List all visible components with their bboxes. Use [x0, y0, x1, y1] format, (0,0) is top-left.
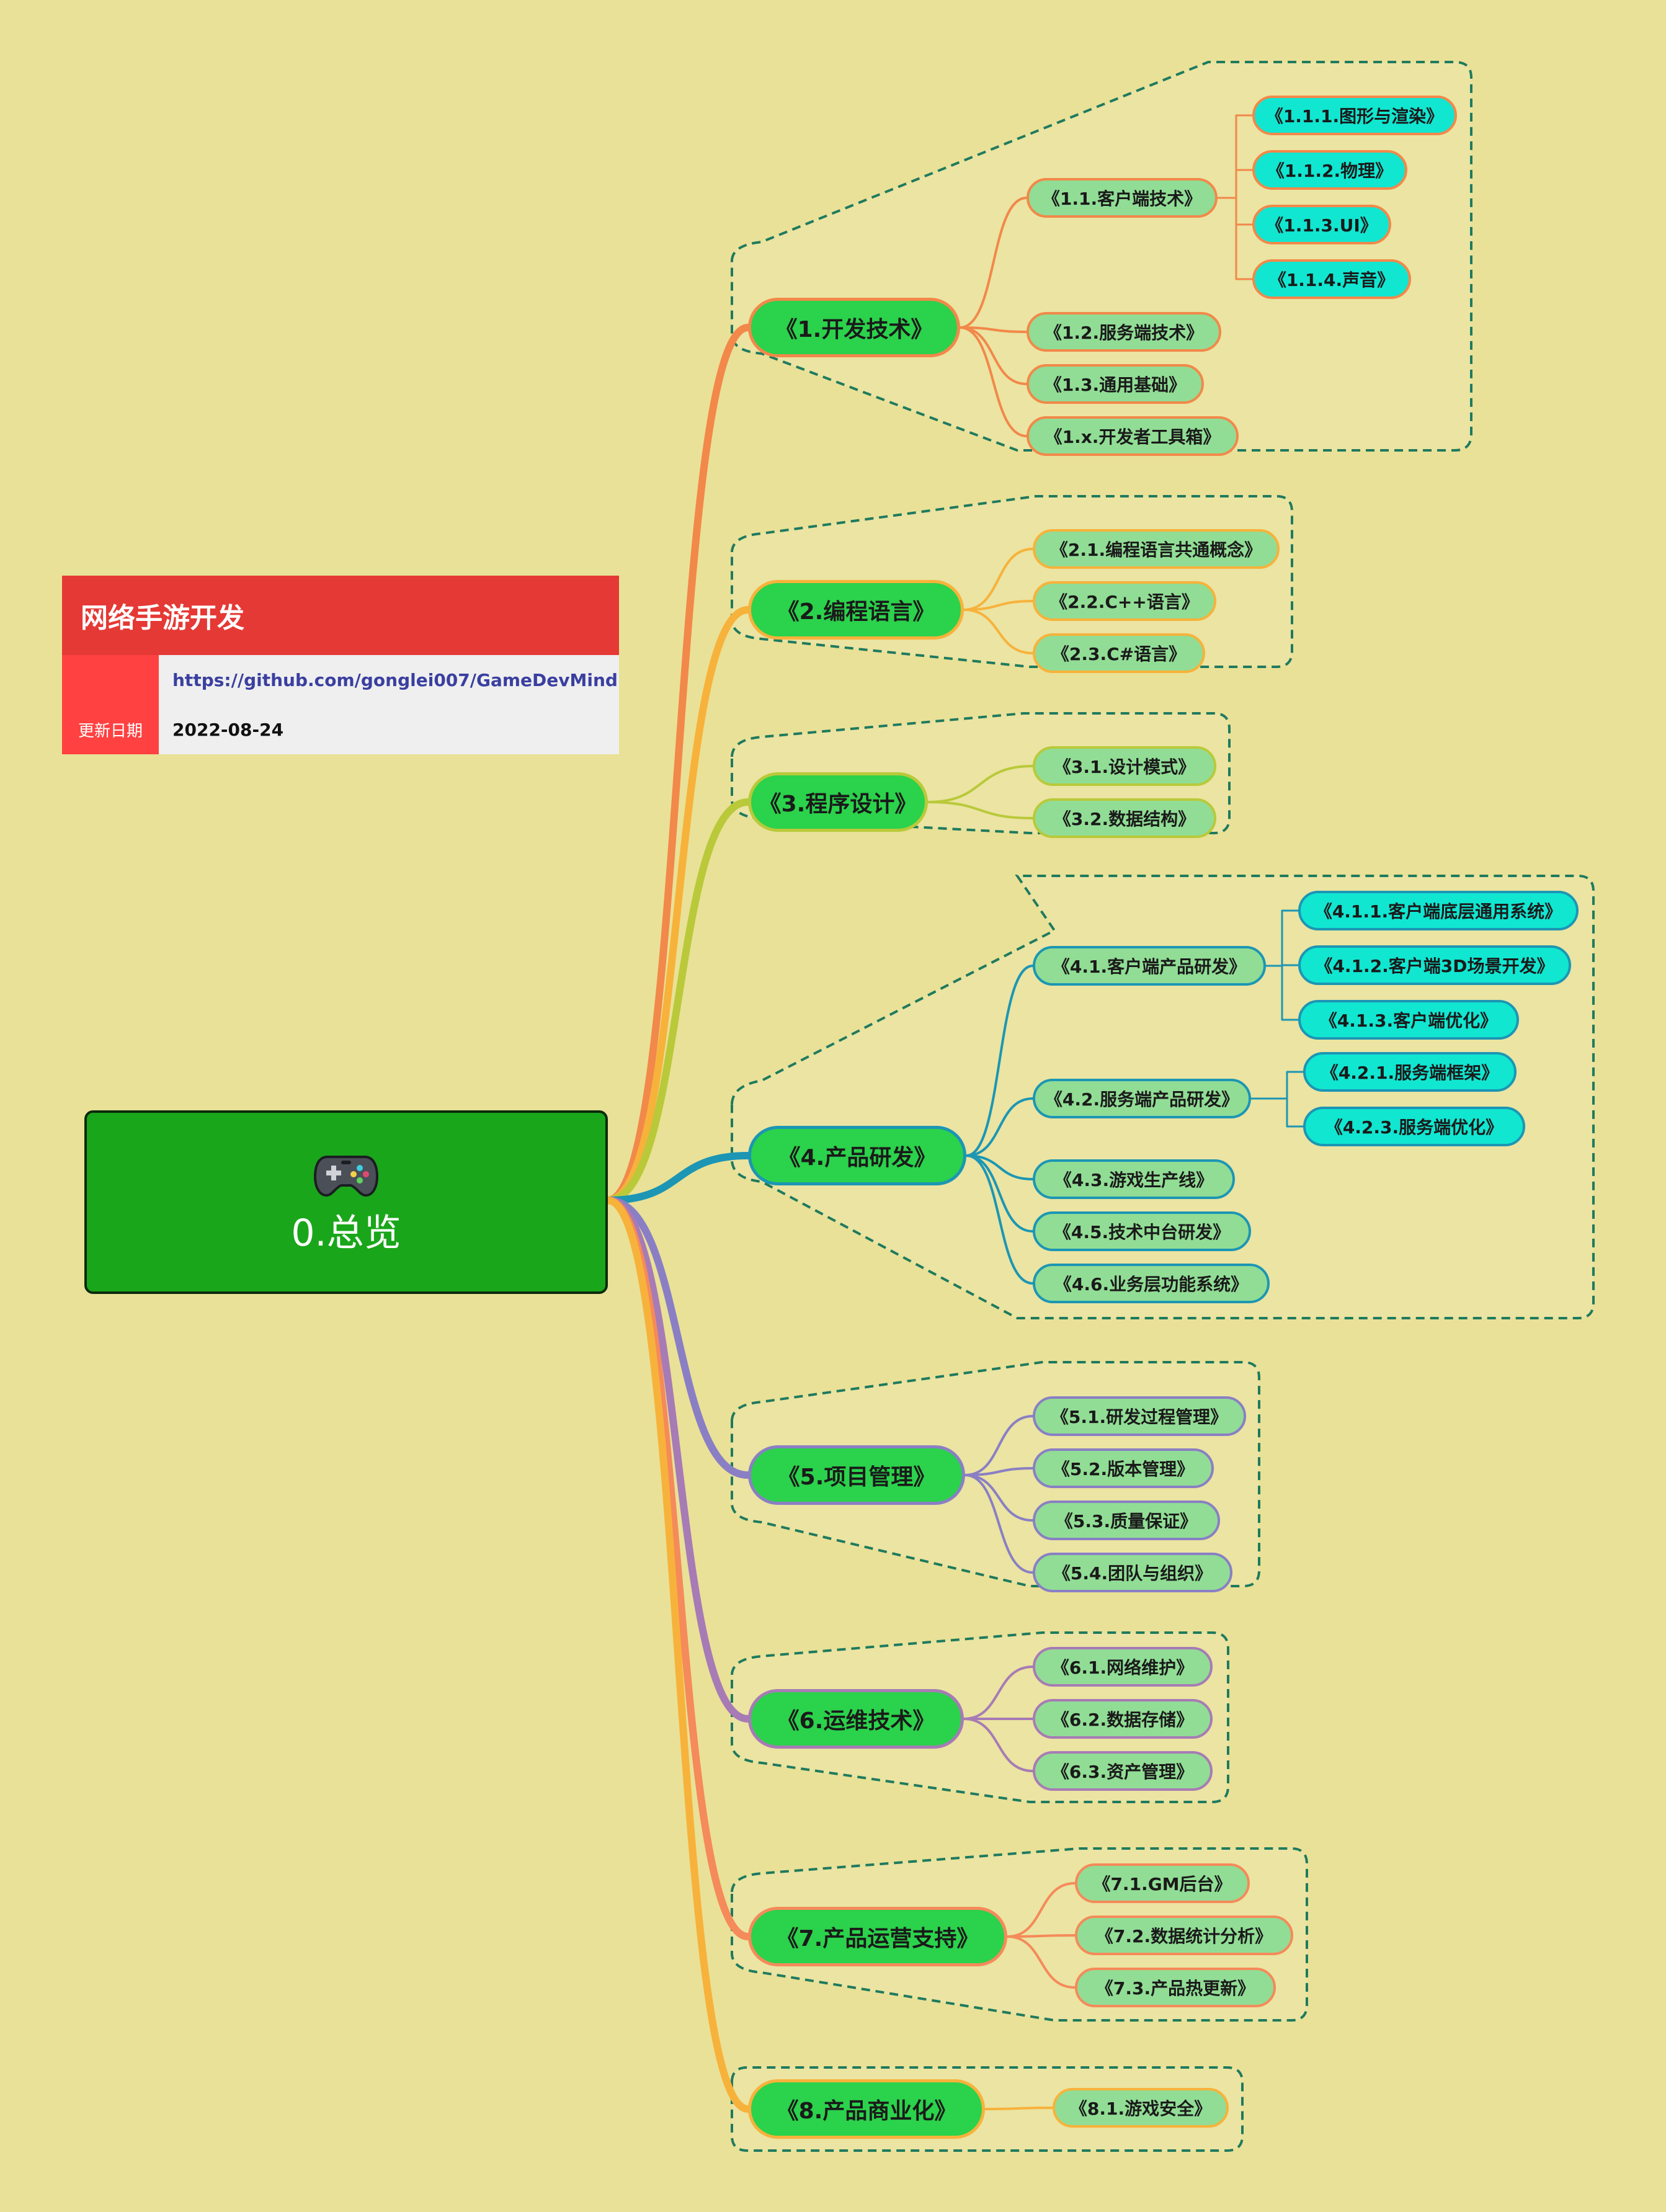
- connector-branch-7-sub-3: [1006, 1935, 1076, 1989]
- branch-topic-3[interactable]: 《3.程序设计》: [748, 772, 928, 832]
- branch-topic-5[interactable]: 《5.项目管理》: [748, 1445, 965, 1505]
- subtopic-4-6[interactable]: 《4.6.业务层功能系统》: [1033, 1264, 1270, 1303]
- branch-topic-8[interactable]: 《8.产品商业化》: [748, 2079, 985, 2139]
- subtopic-2-1[interactable]: 《2.1.编程语言共通概念》: [1033, 529, 1280, 569]
- subtopic-1-1-3-UI[interactable]: 《1.1.3.UI》: [1252, 205, 1391, 244]
- connector-branch-8-sub-1: [984, 2107, 1054, 2110]
- connector-root-branch-4: [604, 1152, 752, 1204]
- connector-sub-1-1-4: [1216, 197, 1254, 280]
- subtopic-1-1[interactable]: 《1.1.客户端技术》: [1027, 178, 1218, 218]
- subtopic-5-1[interactable]: 《5.1.研发过程管理》: [1033, 1396, 1246, 1436]
- subtopic-1-2[interactable]: 《1.2.服务端技术》: [1027, 312, 1221, 352]
- connector-branch-7-sub-1: [1006, 1882, 1076, 1938]
- info-key-empty: [62, 655, 159, 705]
- subtopic-4-2-1[interactable]: 《4.2.1.服务端框架》: [1303, 1052, 1517, 1092]
- info-key-date: 更新日期: [62, 705, 159, 754]
- info-panel-title: 网络手游开发: [62, 576, 619, 655]
- subtopic-4-1[interactable]: 《4.1.客户端产品研发》: [1033, 946, 1266, 986]
- connector-branch-6-sub-3: [963, 1718, 1034, 1772]
- subtopic-2-3-C[interactable]: 《2.3.C#语言》: [1033, 633, 1205, 673]
- connector-branch-4-sub-4: [965, 1154, 1034, 1233]
- connector-branch-4-sub-3: [965, 1154, 1034, 1180]
- connector-branch-5-sub-3: [964, 1474, 1034, 1522]
- root-topic[interactable]: 0.总览: [84, 1110, 608, 1294]
- subtopic-1-1-1[interactable]: 《1.1.1.图形与渲染》: [1252, 96, 1457, 135]
- connector-branch-4-sub-2: [965, 1097, 1034, 1157]
- subtopic-6-3[interactable]: 《6.3.资产管理》: [1033, 1751, 1213, 1791]
- subtopic-5-2[interactable]: 《5.2.版本管理》: [1033, 1448, 1214, 1488]
- github-link[interactable]: https://github.com/gonglei007/GameDevMin…: [172, 669, 618, 690]
- gamepad-icon: [314, 1155, 378, 1197]
- subtopic-6-2[interactable]: 《6.2.数据存储》: [1033, 1699, 1213, 1739]
- branch-topic-6[interactable]: 《6.运维技术》: [748, 1689, 964, 1749]
- connector-branch-1-sub-1: [959, 197, 1028, 329]
- connector-branch-7-sub-2: [1006, 1934, 1076, 1938]
- connector-root-branch-5: [604, 1197, 752, 1479]
- connector-branch-1-sub-3: [959, 326, 1028, 385]
- subtopic-4-1-3[interactable]: 《4.1.3.客户端优化》: [1298, 1000, 1519, 1040]
- connector-branch-2-sub-2: [963, 600, 1034, 611]
- info-row-link: https://github.com/gonglei007/GameDevMin…: [62, 655, 619, 705]
- info-panel: 网络手游开发 https://github.com/gonglei007/Gam…: [62, 576, 619, 754]
- subtopic-7-1-GM[interactable]: 《7.1.GM后台》: [1075, 1863, 1250, 1903]
- subtopic-6-1[interactable]: 《6.1.网络维护》: [1033, 1647, 1213, 1687]
- branch-topic-2[interactable]: 《2.编程语言》: [748, 580, 964, 640]
- subtopic-5-4[interactable]: 《5.4.团队与组织》: [1033, 1553, 1232, 1592]
- connector-sub-4-1-3: [1265, 965, 1299, 1021]
- branch-topic-1[interactable]: 《1.开发技术》: [748, 298, 960, 357]
- subtopic-1-1-4[interactable]: 《1.1.4.声音》: [1252, 259, 1411, 299]
- connector-branch-2-sub-1: [963, 548, 1034, 611]
- info-value-link[interactable]: https://github.com/gonglei007/GameDevMin…: [159, 655, 619, 705]
- connector-sub-4-2-2: [1250, 1097, 1304, 1128]
- subtopic-8-1[interactable]: 《8.1.游戏安全》: [1053, 2088, 1229, 2128]
- connector-branch-5-sub-4: [964, 1474, 1034, 1574]
- connector-branch-5-sub-1: [964, 1415, 1034, 1476]
- connector-branch-3-sub-2: [927, 801, 1034, 819]
- connector-branch-4-sub-5: [965, 1154, 1034, 1285]
- subtopic-7-3[interactable]: 《7.3.产品热更新》: [1075, 1968, 1276, 2007]
- subtopic-4-3[interactable]: 《4.3.游戏生产线》: [1033, 1159, 1235, 1199]
- branch-topic-7[interactable]: 《7.产品运营支持》: [748, 1907, 1007, 1966]
- subtopic-4-2-3[interactable]: 《4.2.3.服务端优化》: [1303, 1107, 1525, 1146]
- connector-branch-5-sub-2: [964, 1467, 1034, 1476]
- subtopic-7-2[interactable]: 《7.2.数据统计分析》: [1075, 1915, 1293, 1955]
- connector-branch-2-sub-3: [963, 609, 1034, 654]
- subtopic-4-5[interactable]: 《4.5.技术中台研发》: [1033, 1211, 1251, 1251]
- connector-branch-3-sub-1: [927, 765, 1034, 803]
- subtopic-4-2[interactable]: 《4.2.服务端产品研发》: [1033, 1079, 1251, 1118]
- branch-topic-4[interactable]: 《4.产品研发》: [748, 1126, 966, 1185]
- subtopic-1-3[interactable]: 《1.3.通用基础》: [1027, 364, 1204, 404]
- subtopic-4-1-1[interactable]: 《4.1.1.客户端底层通用系统》: [1298, 891, 1579, 930]
- subtopic-1-1-2[interactable]: 《1.1.2.物理》: [1252, 150, 1407, 190]
- connector-root-branch-7: [604, 1197, 752, 1940]
- subtopic-3-1[interactable]: 《3.1.设计模式》: [1033, 746, 1216, 786]
- subtopic-1-x[interactable]: 《1.x.开发者工具箱》: [1027, 416, 1239, 456]
- subtopic-4-1-2-3D[interactable]: 《4.1.2.客户端3D场景开发》: [1298, 945, 1571, 985]
- subtopic-5-3[interactable]: 《5.3.质量保证》: [1033, 1501, 1220, 1540]
- connector-root-branch-3: [604, 798, 752, 1204]
- subtopic-3-2[interactable]: 《3.2.数据结构》: [1033, 798, 1216, 838]
- connector-branch-6-sub-1: [963, 1666, 1034, 1720]
- connector-root-branch-8: [604, 1197, 752, 2113]
- root-topic-label: 0.总览: [291, 1211, 401, 1255]
- connector-root-branch-2: [604, 606, 752, 1204]
- connector-branch-1-sub-4: [959, 326, 1028, 437]
- connector-branch-1-sub-2: [959, 326, 1028, 333]
- subtopic-2-2-C[interactable]: 《2.2.C++语言》: [1033, 581, 1216, 621]
- connector-root-branch-1: [604, 324, 752, 1204]
- connector-root-branch-6: [604, 1197, 752, 1723]
- connector-branch-4-sub-1: [965, 965, 1034, 1157]
- info-row-date: 更新日期 2022-08-24: [62, 705, 619, 754]
- info-value-date: 2022-08-24: [159, 705, 619, 754]
